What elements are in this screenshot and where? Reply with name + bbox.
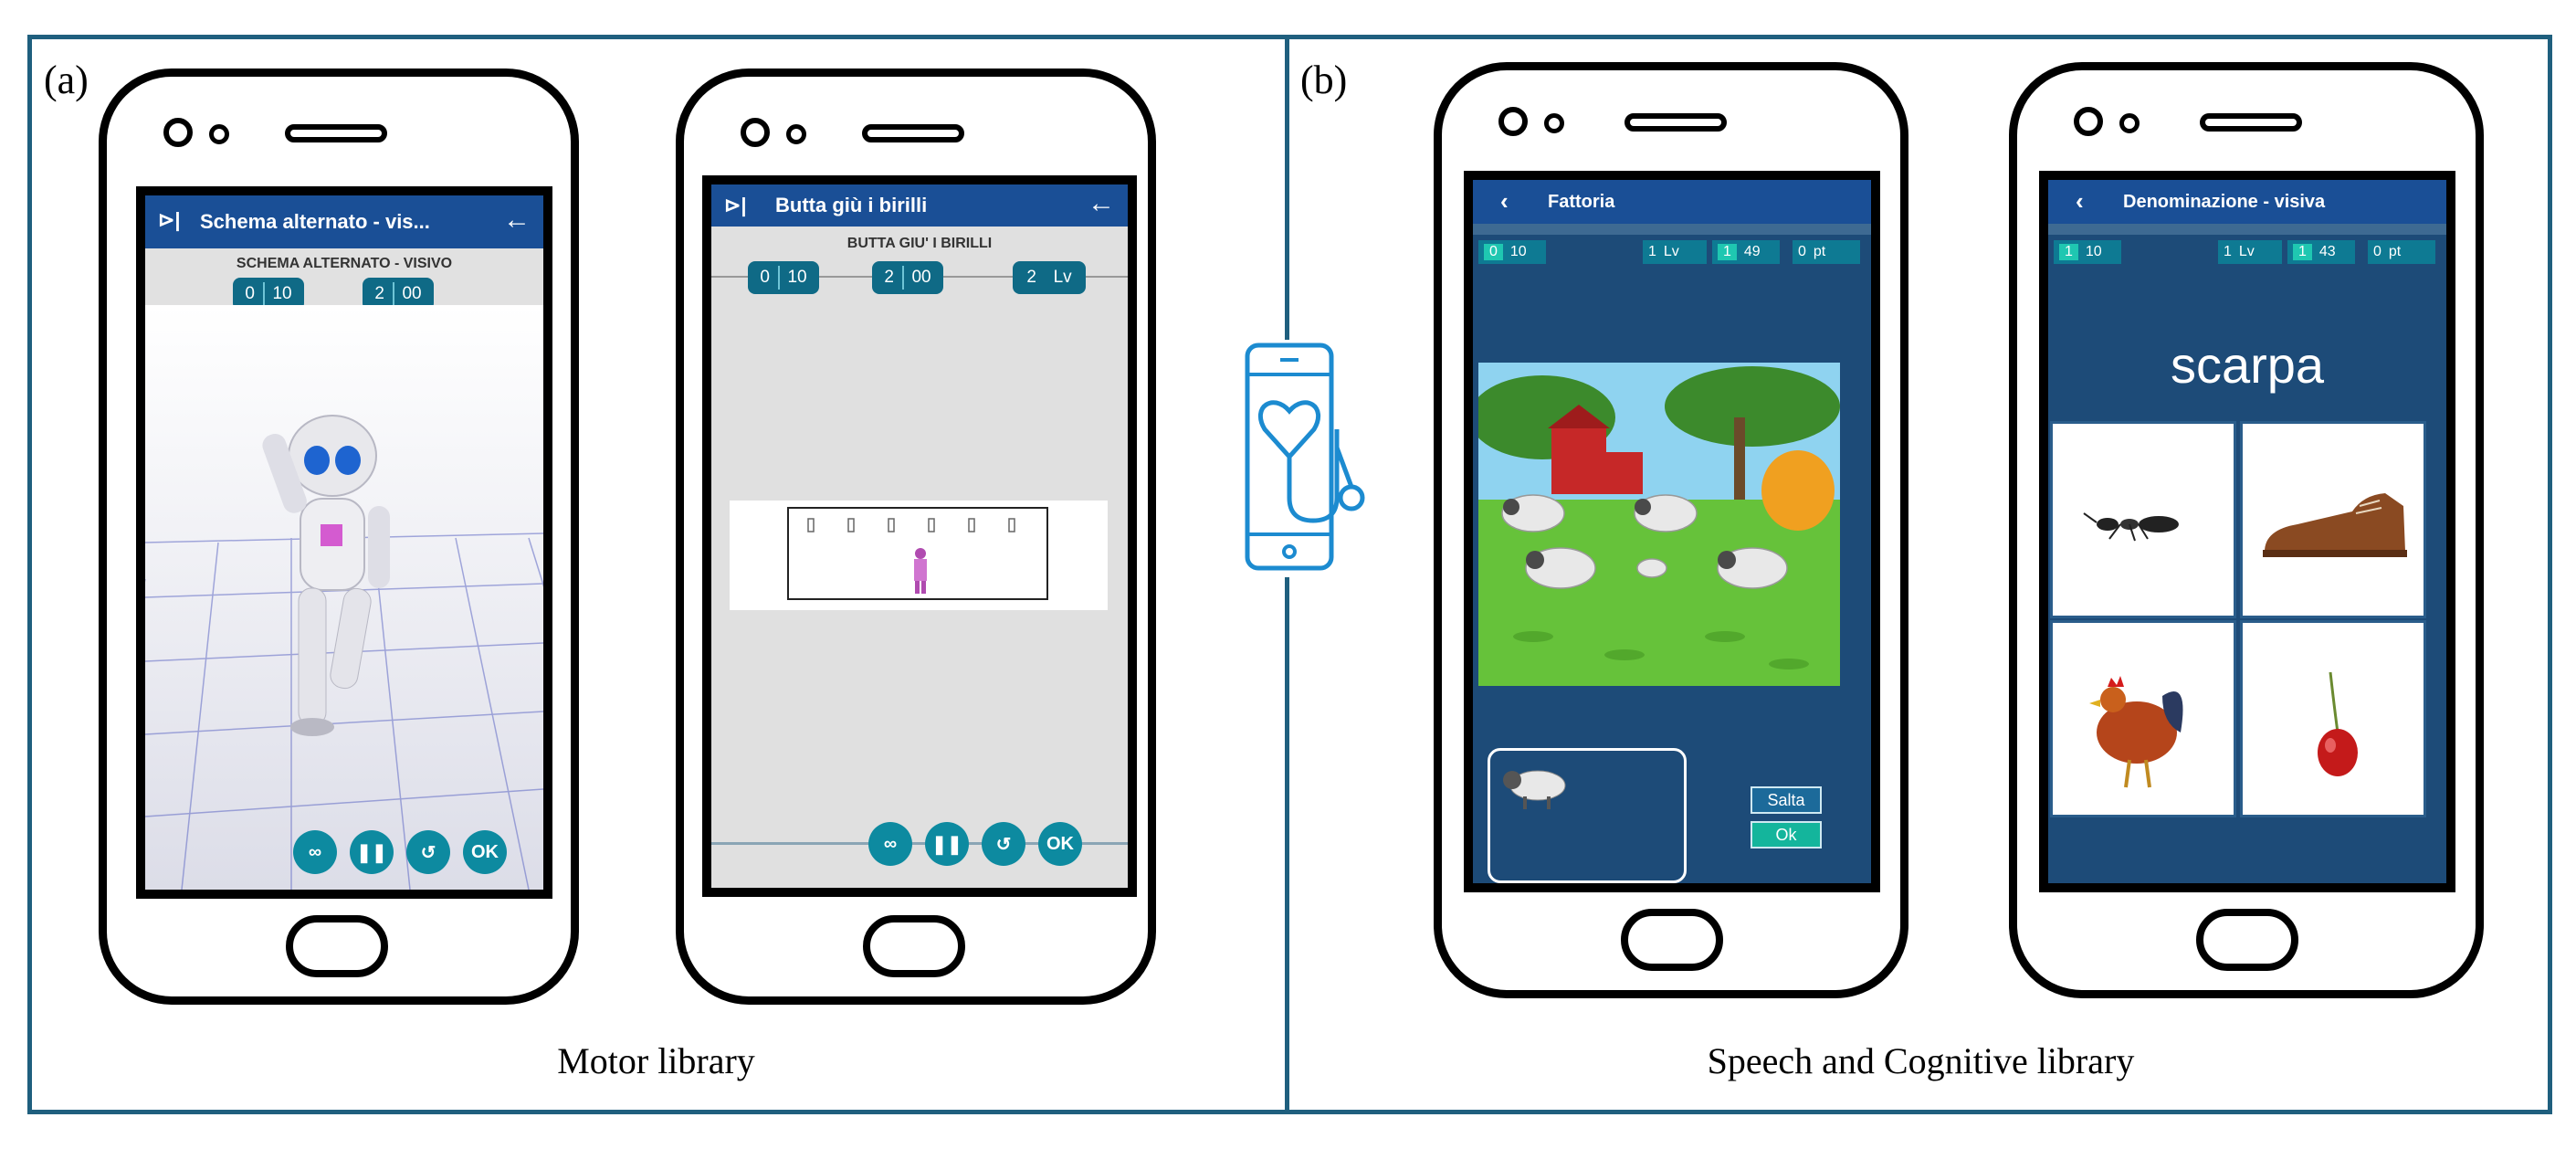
- skip-button[interactable]: Salta: [1751, 786, 1822, 814]
- target-word: scarpa: [2170, 336, 2325, 394]
- camera-icon: [2074, 107, 2103, 136]
- caption-motor-library: Motor library: [557, 1040, 755, 1081]
- ant-icon: [2083, 512, 2179, 542]
- restart-button[interactable]: ↺: [982, 822, 1025, 866]
- page-title: Denominazione - visiva: [2123, 192, 2326, 212]
- stat-label-strip: [1473, 224, 1871, 235]
- speaker-icon: [862, 124, 964, 142]
- skip-forward-icon[interactable]: ⊳|: [724, 194, 747, 216]
- ok-button[interactable]: OK: [463, 830, 507, 874]
- home-button: [863, 915, 965, 977]
- choice-tile-cherry[interactable]: [2240, 620, 2426, 817]
- sheep-icon: [1503, 770, 1566, 809]
- home-button: [286, 915, 388, 977]
- speaker-icon: [285, 124, 387, 142]
- pause-icon: ❚❚: [356, 842, 387, 863]
- app-bar: ‹ Fattoria: [1473, 180, 1871, 224]
- link-button[interactable]: ∞: [868, 822, 912, 866]
- panel-a-label: (a): [44, 58, 89, 102]
- page-title: Fattoria: [1548, 192, 1615, 212]
- choice-tile-shoe[interactable]: [2240, 421, 2426, 618]
- exercise-subheading: BUTTA GIU' I BIRILLI: [846, 236, 993, 251]
- sensor-icon: [786, 124, 806, 144]
- page-title: Butta giù i birilli: [775, 194, 928, 216]
- choice-tile-rooster[interactable]: [2050, 620, 2236, 817]
- restart-icon: ↺: [995, 834, 1012, 855]
- restart-icon: ↺: [420, 842, 436, 863]
- app-bar: ⊳| Butta giù i birilli ←: [711, 184, 1128, 227]
- exercise-subheading: SCHEMA ALTERNATO - VISIVO: [236, 256, 453, 271]
- app-bar: ‹ Denominazione - visiva: [2048, 180, 2446, 224]
- stat-label-strip: [2048, 224, 2446, 235]
- caption-speech-cognitive-library: Speech and Cognitive library: [1707, 1040, 2135, 1081]
- link-icon: ∞: [308, 841, 322, 862]
- shoe-icon: [2263, 493, 2407, 557]
- back-arrow-icon[interactable]: ←: [503, 205, 531, 235]
- phone-motor-2: ⊳| Butta giù i birilli ← BUTTA GIU' I BI…: [676, 69, 1156, 1005]
- panel-b-label: (b): [1300, 58, 1348, 102]
- pause-button[interactable]: ❚❚: [925, 822, 969, 866]
- restart-button[interactable]: ↺: [406, 830, 450, 874]
- app-bar: ⊳| Schema alternato - vis... ←: [145, 195, 543, 248]
- telehealth-phone-stethoscope-icon: [1237, 340, 1365, 577]
- rooster-icon: [2089, 676, 2183, 788]
- sensor-icon: [2119, 113, 2140, 133]
- speaker-icon: [2200, 113, 2302, 132]
- phone-motor-1: ⊳| Schema alternato - vis... ← SCHEMA AL…: [99, 69, 579, 1005]
- figure-frame: [27, 35, 2552, 1114]
- screen: ⊳| Schema alternato - vis... ← SCHEMA AL…: [136, 186, 552, 899]
- camera-icon: [1498, 107, 1528, 136]
- header-strip: [145, 248, 543, 305]
- cherry-icon: [2318, 671, 2358, 776]
- skip-forward-icon[interactable]: ⊳|: [158, 208, 181, 231]
- home-button: [2196, 909, 2298, 971]
- link-button[interactable]: ∞: [293, 830, 337, 874]
- camera-icon: [741, 118, 770, 147]
- bowling-lane: [787, 507, 1048, 600]
- back-chevron-icon[interactable]: ‹: [1500, 187, 1509, 215]
- choice-tile-ant[interactable]: [2050, 421, 2236, 618]
- pause-icon: ❚❚: [931, 834, 962, 855]
- back-chevron-icon[interactable]: ‹: [2076, 187, 2084, 215]
- ok-button[interactable]: Ok: [1751, 821, 1822, 849]
- sensor-icon: [1544, 113, 1564, 133]
- back-arrow-icon[interactable]: ←: [1088, 188, 1115, 218]
- speaker-icon: [1624, 113, 1727, 132]
- farm-scene-image: [1478, 363, 1840, 686]
- ok-button[interactable]: OK: [1038, 822, 1082, 866]
- screen: ⊳| Butta giù i birilli ← BUTTA GIU' I BI…: [702, 175, 1137, 897]
- page-title: Schema alternato - vis...: [200, 210, 430, 233]
- pause-button[interactable]: ❚❚: [350, 830, 394, 874]
- home-button: [1621, 909, 1723, 971]
- camera-icon: [163, 118, 193, 147]
- robot-avatar: [262, 415, 390, 736]
- target-card[interactable]: [1488, 748, 1687, 883]
- sensor-icon: [209, 124, 229, 144]
- link-icon: ∞: [883, 833, 898, 854]
